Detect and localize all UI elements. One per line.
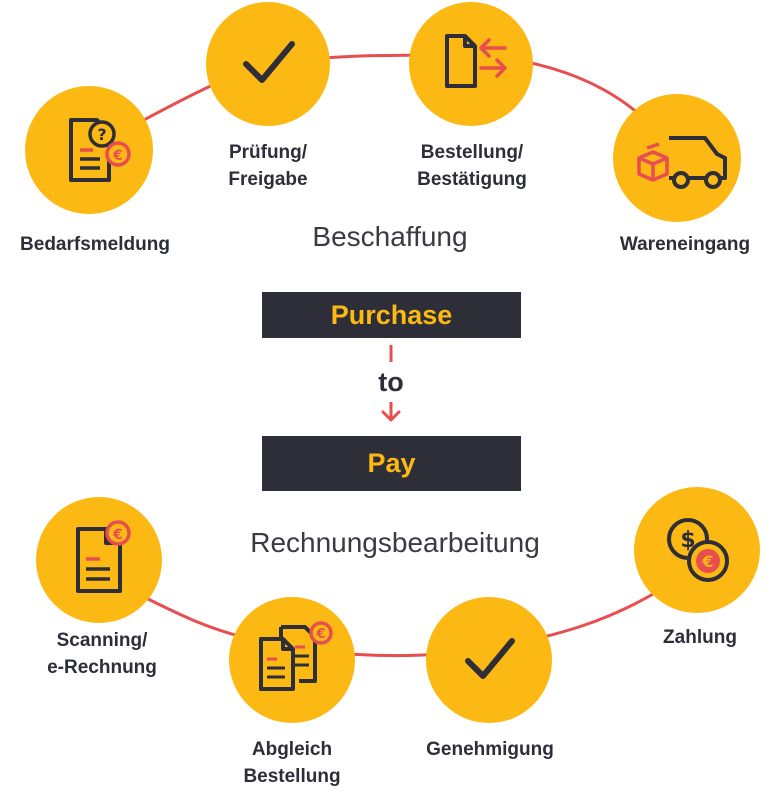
delivery-truck-boxes-icon [637, 136, 727, 189]
step-bedarfsmeldung-circle: ? € [25, 86, 153, 214]
step-pruefung-label-line2: Freigabe [228, 169, 308, 190]
step-abgleich-circle: € [229, 597, 355, 723]
step-wareneingang-label: Wareneingang [619, 234, 751, 255]
step-bestellung-label-line2: Bestätigung [417, 169, 527, 190]
invoice-arc [139, 588, 661, 658]
step-bestellung-label-line1: Bestellung/ [420, 142, 524, 163]
step-scanning-label-line1: Scanning/ [56, 630, 148, 651]
step-pruefung-label: Prüfung/ Freigabe [188, 139, 348, 193]
coins-dollar-euro-icon: $ € [667, 518, 729, 582]
step-abgleich-label-line2: Bestellung [243, 766, 341, 787]
svg-text:€: € [315, 627, 325, 642]
checkmark-icon [243, 41, 295, 83]
pay-bar: Pay [262, 436, 521, 491]
step-zahlung-circle: $ € [634, 487, 760, 613]
invoice-processing-title: Rechnungsbearbeitung [250, 527, 540, 558]
step-scanning-label-line2: e-Rechnung [47, 657, 157, 678]
documents-euro-icon: € [259, 621, 333, 691]
document-question-euro-icon: ? € [69, 118, 131, 182]
document-euro-icon: € [76, 520, 131, 593]
document-exchange-arrows-icon [445, 34, 507, 88]
step-scanning-circle: € [36, 497, 162, 623]
svg-text:$: $ [680, 528, 695, 553]
step-bedarfsmeldung-label: Bedarfsmeldung [20, 234, 170, 255]
svg-text:?: ? [97, 125, 106, 144]
purchase-bar: Purchase [262, 292, 521, 338]
step-genehmigung-label: Genehmigung [426, 739, 554, 760]
step-pruefung-label-line1: Prüfung/ [228, 142, 308, 163]
step-bestellung-label: Bestellung/ Bestätigung [392, 139, 552, 193]
checkmark-icon [465, 638, 515, 679]
step-abgleich-label: Abgleich Bestellung [212, 736, 372, 790]
svg-text:€: € [112, 148, 123, 164]
step-zahlung-label: Zahlung [663, 627, 737, 648]
step-pruefung-circle [206, 2, 330, 126]
svg-text:€: € [112, 527, 123, 543]
step-scanning-label: Scanning/ e-Rechnung [22, 627, 182, 681]
to-connector-label: to [378, 367, 404, 397]
step-wareneingang-circle [613, 94, 741, 222]
svg-text:€: € [701, 552, 713, 571]
step-abgleich-label-line1: Abgleich [251, 739, 333, 760]
step-bestellung-circle [409, 2, 533, 126]
step-genehmigung-circle [426, 597, 552, 723]
procurement-title: Beschaffung [312, 221, 468, 252]
